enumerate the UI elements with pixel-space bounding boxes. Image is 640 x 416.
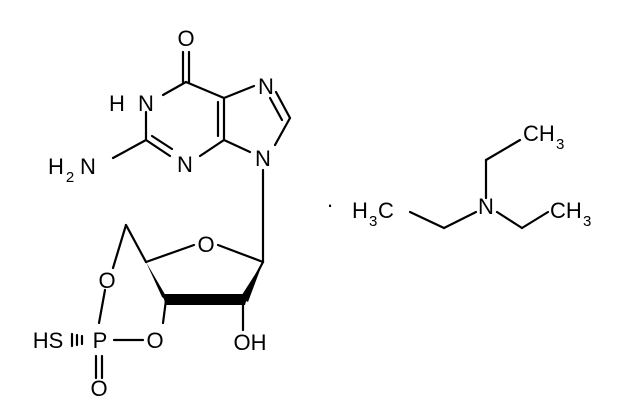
n3-label: N bbox=[177, 152, 193, 177]
n-ch2-right-bond bbox=[495, 210, 524, 230]
c1p-o4p-bond bbox=[216, 243, 265, 264]
c2-n3-bond-double bbox=[150, 134, 174, 151]
n-ch2-left-bond bbox=[442, 210, 478, 230]
c3p-c2p-bold-bond bbox=[162, 294, 248, 305]
o3-label: O bbox=[146, 328, 163, 353]
c4p-c5p-bond bbox=[124, 223, 148, 264]
thiol-label: HS bbox=[33, 328, 64, 353]
ch2-ch3-top-bond bbox=[484, 138, 522, 162]
c4p-c3p-wedge bbox=[146, 262, 170, 303]
o3p-c3p-bond bbox=[161, 298, 168, 325]
ch2-ch3-left-bond bbox=[408, 210, 446, 230]
ribose-bonds bbox=[94, 168, 265, 380]
tea-n-label: N bbox=[478, 194, 494, 219]
ch3-top-label: CH bbox=[523, 121, 555, 146]
h3c-left-c-label: C bbox=[378, 198, 394, 223]
ring-o-label: O bbox=[197, 232, 214, 257]
phosphoryl-o-label: O bbox=[90, 376, 107, 401]
c5-n7-bond bbox=[222, 84, 256, 100]
h3c-left-sub-label: 3 bbox=[369, 213, 377, 230]
salt-dot: · bbox=[326, 192, 333, 217]
triethylamine-bonds bbox=[408, 138, 550, 230]
purine-bonds bbox=[111, 50, 292, 160]
n9-c4-bond bbox=[222, 138, 252, 154]
n7-c8-bond-double bbox=[268, 96, 284, 122]
p-s-hashed-bond bbox=[70, 332, 84, 348]
c5p-o5p-bond bbox=[111, 223, 128, 270]
phosphorus-label: P bbox=[93, 328, 108, 353]
h3c-left-h-label: H bbox=[352, 198, 368, 223]
n3-c4-bond bbox=[198, 138, 226, 158]
ch3-right-label: CH bbox=[550, 198, 582, 223]
n7-c8-bond bbox=[274, 90, 292, 120]
carbonyl-o-label: O bbox=[177, 26, 194, 51]
c5-c6-bond bbox=[184, 80, 226, 100]
ch3-right-sub-label: 3 bbox=[583, 213, 591, 230]
ch3-top-sub-label: 3 bbox=[556, 136, 564, 153]
amine-h-label: H bbox=[48, 154, 64, 179]
n1-label: N bbox=[138, 91, 154, 116]
o5-label: O bbox=[98, 268, 115, 293]
c2-amine-bond bbox=[111, 138, 148, 160]
n9-label: N bbox=[255, 146, 271, 171]
ch2-ch3-right-bond bbox=[520, 210, 550, 230]
c8-n9-bond bbox=[273, 116, 292, 147]
hydroxyl-label: OH bbox=[234, 330, 267, 355]
amine-n-label: N bbox=[80, 154, 96, 179]
c2-n3-bond bbox=[144, 138, 172, 158]
o5p-p-bond bbox=[97, 288, 107, 325]
amine-sub-label: 2 bbox=[66, 169, 74, 186]
o4p-c4p-bond bbox=[144, 243, 196, 264]
n1-h-label: H bbox=[109, 91, 125, 116]
c6-n1-bond bbox=[161, 80, 188, 97]
c1p-c2p-wedge bbox=[240, 262, 263, 302]
n7-label: N bbox=[258, 74, 274, 99]
